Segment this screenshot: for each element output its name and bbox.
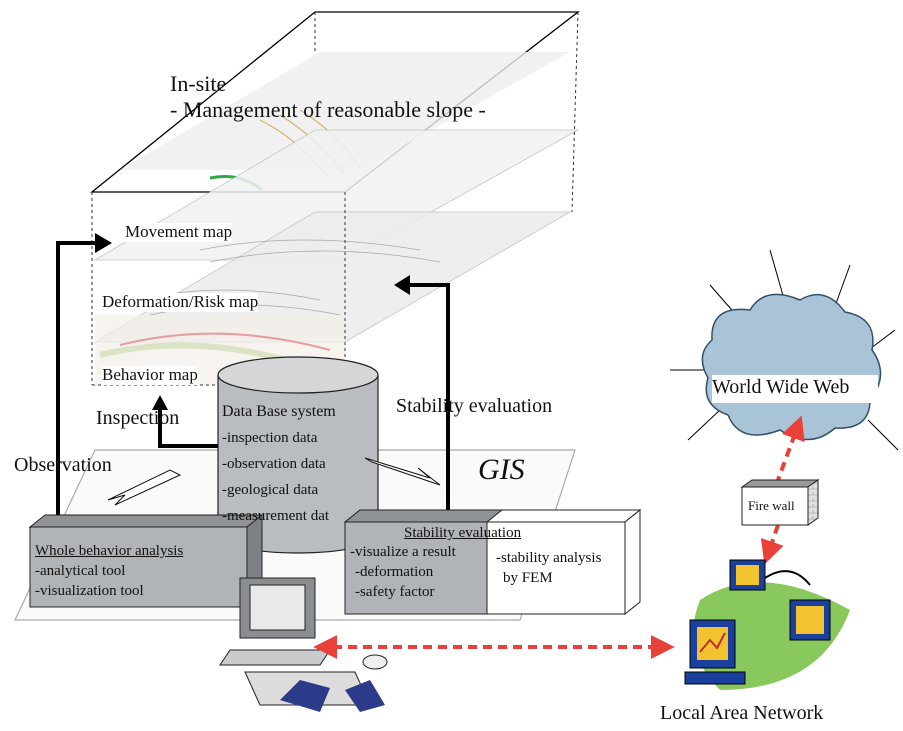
- top-title: In-site: [170, 71, 227, 96]
- database-item: -observation data: [222, 456, 326, 472]
- stability-box-item: -visualize a result: [350, 544, 456, 560]
- observation-label: Observation: [14, 454, 112, 476]
- stability-box-title: Stability evaluation: [404, 525, 522, 541]
- layer-label-behavior: Behavior map: [102, 365, 198, 385]
- inspection-label: Inspection: [96, 407, 180, 429]
- firewall-graphic: [740, 479, 820, 526]
- stability-side-text: by FEM: [503, 570, 553, 586]
- web-label: World Wide Web: [712, 376, 850, 398]
- database-item: -geological data: [222, 482, 319, 498]
- cloud-graphic: [670, 249, 899, 451]
- stability-box-item: -safety factor: [355, 584, 435, 600]
- whole-behavior-item: -analytical tool: [35, 563, 126, 579]
- top-subtitle: - Management of reasonable slope -: [170, 97, 486, 122]
- database-title: Data Base system: [222, 403, 336, 420]
- lan-computers-graphic: [684, 559, 850, 690]
- gis-label: GIS: [478, 453, 525, 486]
- layer-label-deformation: Deformation/Risk map: [102, 292, 259, 312]
- stability-evaluation-label: Stability evaluation: [396, 395, 553, 417]
- database-cylinder: [217, 356, 379, 554]
- stability-side-text: -stability analysis: [496, 550, 602, 566]
- database-item: -inspection data: [222, 430, 318, 446]
- map-layers: [90, 11, 580, 386]
- database-item: -measurement dat: [222, 508, 330, 524]
- whole-behavior-box: [28, 513, 264, 609]
- stability-box-item: -deformation: [355, 564, 434, 580]
- whole-behavior-title: Whole behavior analysis: [35, 543, 184, 559]
- layer-label-movement: Movement map: [125, 222, 233, 242]
- stability-box: [343, 508, 642, 616]
- firewall-label: Fire wall: [748, 498, 795, 513]
- lan-label: Local Area Network: [660, 702, 824, 724]
- whole-behavior-item: -visualization tool: [35, 583, 144, 599]
- computer-graphic: [219, 577, 388, 712]
